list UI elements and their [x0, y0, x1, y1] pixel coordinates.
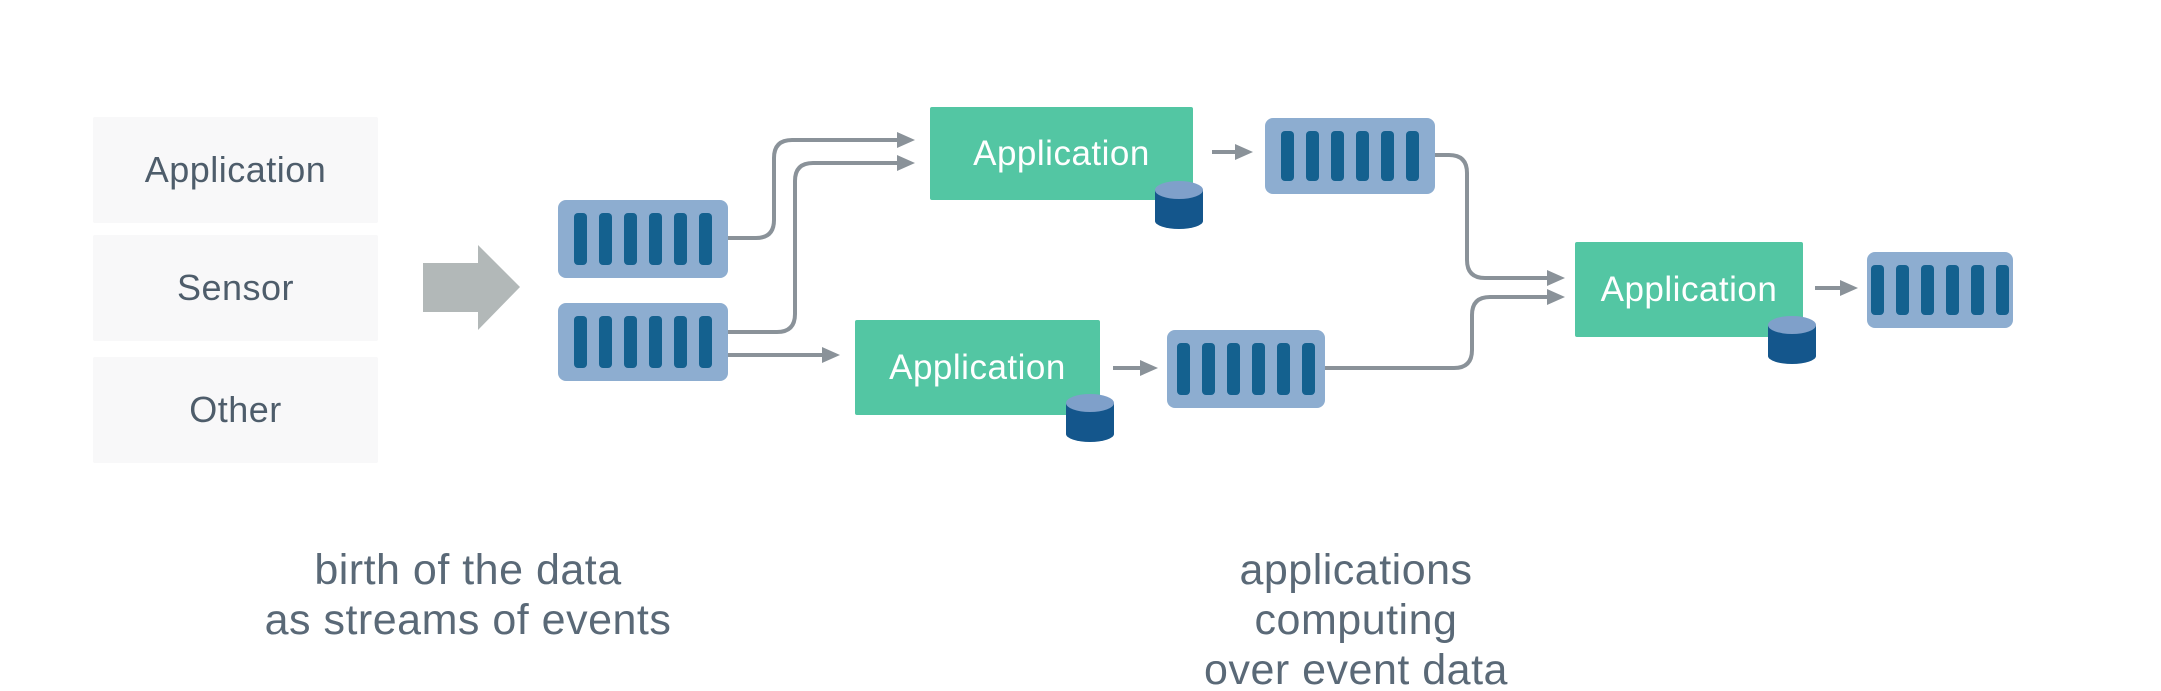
database-cylinder-icon-1: [1155, 181, 1203, 229]
caption-left: birth of the data as streams of events: [248, 545, 688, 645]
connector-stream4-to-app3: [1325, 289, 1565, 370]
stream-bar: [1406, 130, 1419, 182]
event-stream-icon-4: [1167, 330, 1325, 408]
stream-bar: [1356, 130, 1369, 182]
source-box-sensor: Sensor: [93, 235, 378, 341]
stream-bar: [699, 316, 712, 368]
database-cylinder-icon-3: [1768, 316, 1816, 364]
application-label: Application: [973, 133, 1150, 173]
stream-bar: [674, 316, 687, 368]
stream-bar: [624, 213, 637, 265]
stream-bar: [1921, 264, 1934, 316]
stream-bar: [649, 213, 662, 265]
source-label: Sensor: [176, 267, 295, 308]
stream-bar: [624, 316, 637, 368]
stream-bar: [1331, 130, 1344, 182]
stream-bar: [1177, 343, 1190, 395]
stream-bar: [1996, 264, 2009, 316]
application-node-1: Application: [930, 107, 1193, 200]
application-node-3: Application: [1575, 242, 1803, 337]
stream-bar: [1306, 130, 1319, 182]
application-label: Application: [889, 347, 1066, 387]
stream-bar: [1252, 343, 1265, 395]
event-stream-icon-5: [1867, 252, 2013, 328]
source-label: Other: [189, 389, 282, 430]
database-cylinder-icon-2: [1066, 394, 1114, 442]
source-box-other: Other: [93, 357, 378, 463]
stream-bar: [574, 316, 587, 368]
connector-stream1-to-app1: [728, 132, 915, 240]
stream-bar: [1381, 130, 1394, 182]
source-label: Application: [144, 149, 327, 190]
stream-bar: [1971, 264, 1984, 316]
application-node-2: Application: [855, 320, 1100, 415]
stream-bar: [1202, 343, 1215, 395]
stream-bar: [574, 213, 587, 265]
stream-bar: [649, 316, 662, 368]
application-label: Application: [1600, 269, 1778, 309]
caption-line: over event data streams: [1204, 646, 1508, 691]
source-box-application: Application: [93, 117, 378, 223]
stream-bar: [674, 213, 687, 265]
stream-bar: [1227, 343, 1240, 395]
event-stream-icon-2: [558, 303, 728, 381]
caption-line: applications computing: [1239, 546, 1473, 644]
stream-bar: [1946, 264, 1959, 316]
caption-line: birth of the data: [314, 546, 622, 594]
stream-bar: [1896, 264, 1909, 316]
caption-line: as streams of events: [264, 596, 672, 644]
stream-bar: [1871, 264, 1884, 316]
big-right-arrow-icon: [423, 245, 520, 330]
stream-bar: [1277, 343, 1290, 395]
event-stream-icon-3: [1265, 118, 1435, 194]
stream-bar: [599, 316, 612, 368]
stream-bar: [599, 213, 612, 265]
caption-right: applications computing over event data s…: [1136, 545, 1576, 691]
connector-stream2-to-app1: [728, 155, 915, 334]
stream-bar: [1302, 343, 1315, 395]
event-stream-icon-1: [558, 200, 728, 278]
stream-bar: [1281, 130, 1294, 182]
connector-stream3-to-app3: [1435, 153, 1565, 286]
stream-bar: [699, 213, 712, 265]
